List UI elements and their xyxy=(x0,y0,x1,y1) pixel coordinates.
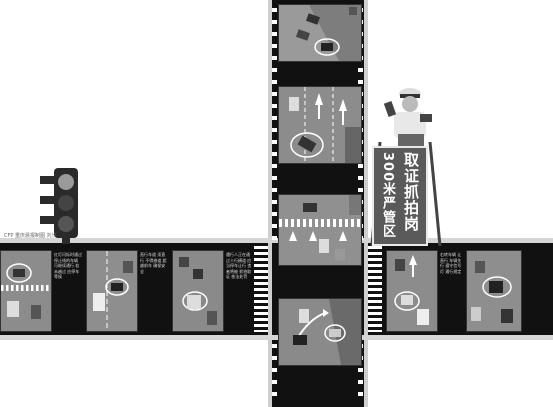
photo-frame xyxy=(0,250,52,332)
film-hole xyxy=(272,140,277,144)
film-hole xyxy=(272,164,277,168)
film-hole xyxy=(272,8,277,12)
strip-edge xyxy=(268,0,272,407)
film-hole xyxy=(272,236,277,240)
strip-edge xyxy=(0,238,553,243)
column-text: 右转车辆 让直行 车辆先行 遵守信号灯 通行规定 xyxy=(440,252,462,274)
film-hole xyxy=(272,56,277,60)
film-hole xyxy=(358,392,363,396)
caption-column: 直行车道 须直行 不得借道 超越前车 确保安全 xyxy=(138,250,170,330)
caption-column: 红灯闪烁时通过 停止线的车辆 可继续通行 若未越过 应停车等候 xyxy=(52,250,84,330)
film-hole xyxy=(272,212,277,216)
film-hole xyxy=(272,368,277,372)
photo-frame xyxy=(386,250,438,332)
strip-edge xyxy=(0,335,553,340)
film-hole xyxy=(272,116,277,120)
film-hole xyxy=(272,104,277,108)
film-hole xyxy=(272,20,277,24)
film-hole xyxy=(272,356,277,360)
film-hole xyxy=(272,392,277,396)
film-hole xyxy=(358,188,363,192)
photo-frame xyxy=(278,194,362,266)
photo-frame xyxy=(278,86,362,164)
film-hole xyxy=(272,344,277,348)
photo-frame xyxy=(278,298,362,366)
film-hole xyxy=(272,188,277,192)
sign-right-text: 取证抓拍岗 xyxy=(402,152,420,232)
sign-left-text: 300米严管区 xyxy=(380,152,395,239)
photo-frame xyxy=(278,4,362,62)
crosswalk xyxy=(254,246,268,332)
film-hole xyxy=(272,92,277,96)
caption-column: 遇行人正在通过人行横道 应当停车让行 违者将被 抓拍取证 依法处罚 xyxy=(224,250,254,330)
photo-frame xyxy=(86,250,138,332)
film-hole xyxy=(358,176,363,180)
column-text: 红灯闪烁时通过 停止线的车辆 可继续通行 若未越过 应停车等候 xyxy=(54,252,82,279)
caption-column: 右转车辆 让直行 车辆先行 遵守信号灯 通行规定 xyxy=(438,250,464,330)
enforcement-sign: 取证抓拍岗 300米严管区 xyxy=(372,146,428,246)
traffic-light-icon xyxy=(38,166,82,244)
film-hole xyxy=(272,44,277,48)
film-hole xyxy=(358,368,363,372)
film-hole xyxy=(272,68,277,72)
crosswalk xyxy=(368,246,382,332)
film-hole xyxy=(272,224,277,228)
strip-edge xyxy=(364,0,368,407)
film-hole xyxy=(272,152,277,156)
film-hole xyxy=(272,32,277,36)
film-hole xyxy=(272,80,277,84)
photo-frame xyxy=(172,250,224,332)
column-text: 直行车道 须直行 不得借道 超越前车 确保安全 xyxy=(140,252,167,274)
film-hole xyxy=(358,380,363,384)
film-hole xyxy=(272,380,277,384)
photo-frame xyxy=(466,250,522,332)
photo-credit: CFP 重庆晨报制图 刘汐 xyxy=(4,233,57,239)
film-hole xyxy=(272,200,277,204)
film-hole xyxy=(358,68,363,72)
film-hole xyxy=(272,128,277,132)
film-hole xyxy=(358,80,363,84)
film-hole xyxy=(358,164,363,168)
film-hole xyxy=(272,176,277,180)
column-text: 遇行人正在通过人行横道 应当停车让行 违者将被 抓拍取证 依法处罚 xyxy=(226,252,252,279)
